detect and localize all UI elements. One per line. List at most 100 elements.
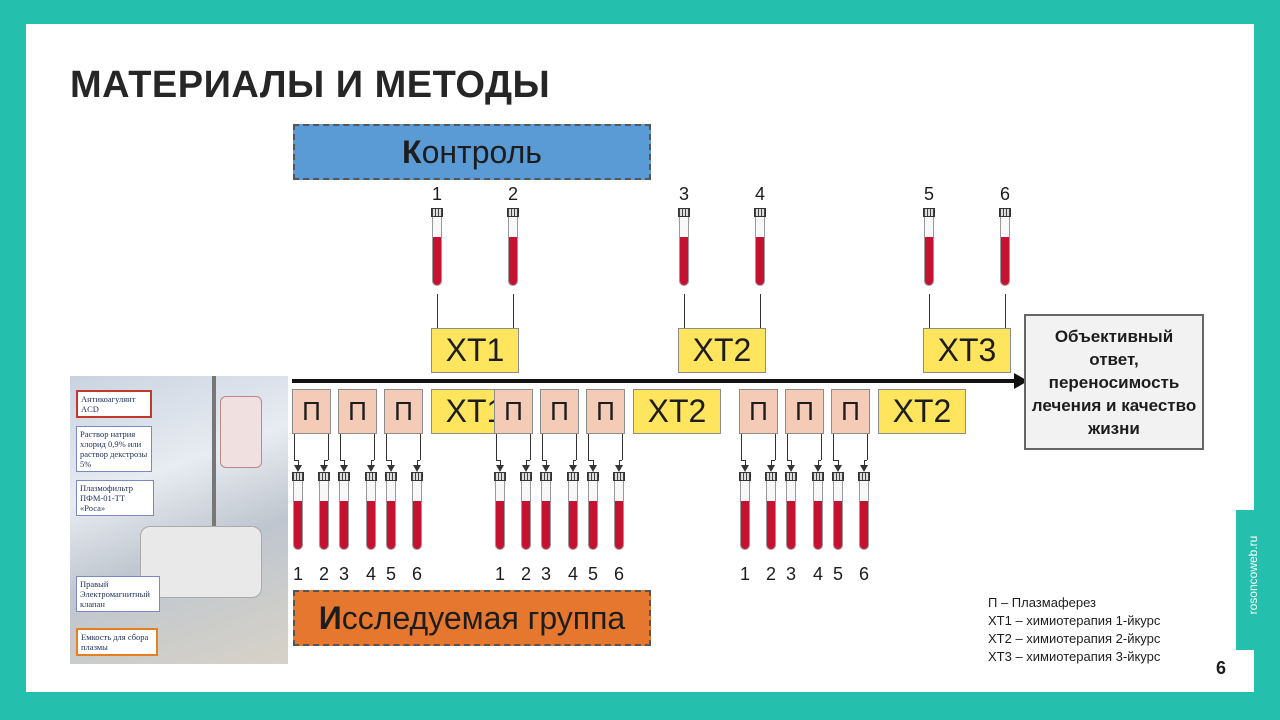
study-connector: [588, 460, 593, 461]
study-connector: [771, 460, 775, 461]
study-tube-number: 4: [567, 564, 578, 584]
plasmapheresis-box: П: [494, 389, 533, 434]
tube-blood: [834, 501, 842, 549]
connector-arrowhead: [320, 465, 328, 472]
tube-glass: [833, 481, 843, 550]
tube-blood: [433, 237, 441, 285]
control-tube-number: 2: [507, 184, 518, 204]
tube-cap: [858, 472, 870, 481]
tube-cap: [411, 472, 423, 481]
study-connector: [371, 460, 372, 466]
study-connector: [340, 460, 344, 461]
plasmapheresis-box: П: [785, 389, 824, 434]
tube-cap: [540, 472, 552, 481]
control-connector: [760, 294, 761, 328]
blood-tube: [754, 208, 766, 288]
study-connector: [328, 434, 329, 460]
plasmafilter-device: [140, 526, 262, 598]
legend-item: П – Плазмаферез: [988, 595, 1096, 610]
study-connector: [294, 434, 295, 460]
blood-tube: [858, 472, 870, 552]
connector-arrowhead: [542, 465, 550, 472]
blood-tube: [365, 472, 377, 552]
tube-glass: [588, 481, 598, 550]
plasmapheresis-box: П: [292, 389, 331, 434]
study-connector: [864, 460, 867, 461]
study-connector: [530, 434, 531, 460]
photo-label-solution: Раствор натрия хлорид 0,9% или раствор д…: [76, 426, 152, 472]
control-xt-box: ХТ1: [431, 328, 519, 373]
study-tube-number: 3: [338, 564, 349, 584]
tube-glass: [412, 481, 422, 550]
control-tube-number: 3: [678, 184, 689, 204]
study-connector: [496, 434, 497, 460]
tube-cap: [739, 472, 751, 481]
study-connector: [340, 434, 341, 460]
study-connector: [500, 460, 501, 466]
plasmapheresis-box: П: [384, 389, 423, 434]
tube-cap: [338, 472, 350, 481]
tube-blood: [589, 501, 597, 549]
tube-glass: [1000, 217, 1010, 286]
control-tube-number: 1: [431, 184, 442, 204]
tube-glass: [319, 481, 329, 550]
tube-blood: [814, 501, 822, 549]
study-connector: [867, 434, 868, 460]
plasmapheresis-device-photo: Антикоагулянт ACD Раствор натрия хлорид …: [70, 376, 288, 664]
tube-blood: [294, 501, 302, 549]
study-tube-number: 5: [832, 564, 843, 584]
blood-tube: [812, 472, 824, 552]
study-connector: [542, 460, 546, 461]
study-connector: [386, 460, 391, 461]
plasmapheresis-box: П: [586, 389, 625, 434]
plasmapheresis-box: П: [338, 389, 377, 434]
study-connector: [344, 460, 345, 466]
control-xt-box: ХТ2: [678, 328, 766, 373]
study-connector: [546, 460, 547, 466]
blood-tube: [411, 472, 423, 552]
study-connector: [324, 460, 328, 461]
tube-blood: [925, 237, 933, 285]
tube-cap: [923, 208, 935, 217]
tube-blood: [340, 501, 348, 549]
tube-cap: [678, 208, 690, 217]
study-connector: [864, 460, 865, 466]
connector-arrowhead: [860, 465, 868, 472]
blood-tube: [494, 472, 506, 552]
study-banner-initial: И: [318, 599, 342, 636]
tube-glass: [432, 217, 442, 286]
connector-arrowhead: [340, 465, 348, 472]
plasmapheresis-box: П: [739, 389, 778, 434]
tube-glass: [339, 481, 349, 550]
legend: П – Плазмаферез ХТ1 – химиотерапия 1-йку…: [988, 594, 1160, 666]
tube-blood: [509, 237, 517, 285]
tube-cap: [507, 208, 519, 217]
control-connector: [929, 294, 930, 328]
study-banner-rest: сследуемая группа: [341, 599, 626, 636]
study-connector: [526, 460, 530, 461]
slide-title: МАТЕРИАЛЫ И МЕТОДЫ: [70, 64, 551, 106]
study-connector: [496, 460, 500, 461]
study-tube-number: 2: [765, 564, 776, 584]
connector-arrowhead: [814, 465, 822, 472]
control-connector: [1005, 294, 1006, 328]
study-connector: [787, 460, 791, 461]
site-url: rosoncoweb.ru: [1246, 535, 1260, 615]
tube-cap: [999, 208, 1011, 217]
study-connector: [298, 460, 299, 466]
tube-blood: [542, 501, 550, 549]
tube-glass: [679, 217, 689, 286]
tube-blood: [367, 501, 375, 549]
outcome-box: Объективный ответ, переносимость лечения…: [1024, 314, 1204, 450]
blood-tube: [507, 208, 519, 288]
tube-cap: [812, 472, 824, 481]
tube-glass: [366, 481, 376, 550]
blood-tube: [338, 472, 350, 552]
connector-arrowhead: [787, 465, 795, 472]
study-connector: [787, 434, 788, 460]
connector-arrowhead: [496, 465, 504, 472]
tube-glass: [386, 481, 396, 550]
blood-tube: [567, 472, 579, 552]
tube-cap: [431, 208, 443, 217]
